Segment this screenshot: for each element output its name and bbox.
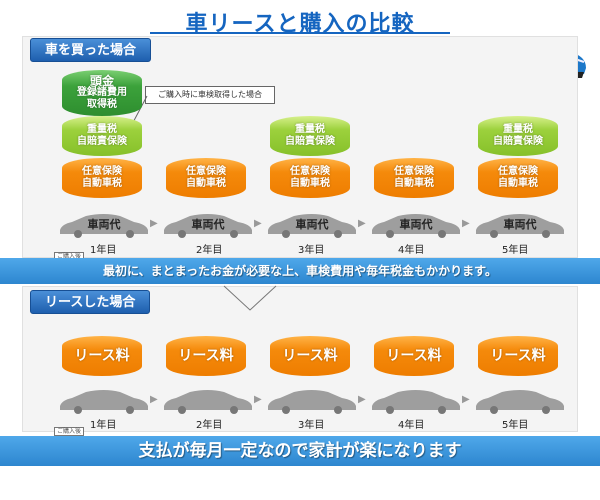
insurance-line1: 任意保険: [82, 166, 122, 177]
insurance-cylinder-y1: 任意保険 自動車税: [62, 158, 142, 198]
car-row1-1: 車両代: [56, 210, 152, 242]
car-row2-2: [160, 386, 256, 418]
purchase-badge-1: ご購入後: [54, 243, 85, 262]
arrow-icon: ▶: [150, 394, 158, 405]
weight-tax-cylinder-y5: 重量税 自賠責保険: [478, 116, 558, 156]
arrow-icon: ▶: [150, 218, 158, 229]
down-payment-line1: 登録諸費用: [77, 87, 127, 98]
insurance-line1: 任意保険: [498, 166, 538, 177]
arrow-icon: ▶: [254, 218, 262, 229]
insurance-line1: 任意保険: [394, 166, 434, 177]
weight-tax-cylinder-y1: 重量税 自賠責保険: [62, 116, 142, 156]
arrow-icon: ▶: [358, 394, 366, 405]
arrow-icon: ▶: [254, 394, 262, 405]
car-silhouette-icon: [372, 214, 460, 238]
year-label-p3: 3年目: [298, 245, 325, 256]
lease-fee-cylinder-y3: リース料: [270, 336, 350, 376]
banner-purchase-note: 最初に、まとまったお金が必要な上、車検費用や毎年税金もかかります。: [0, 258, 600, 284]
weight-tax-line1: 重量税: [87, 124, 117, 135]
insurance-line2: 自動車税: [498, 178, 538, 189]
insurance-cylinder-y5: 任意保険 自動車税: [478, 158, 558, 198]
arrow-icon: ▶: [358, 218, 366, 229]
car-cost-label: 車両代: [191, 218, 225, 231]
year-label-p4: 4年目: [398, 245, 425, 256]
car-row1-4: 車両代: [368, 210, 464, 242]
car-silhouette-icon: [372, 390, 460, 414]
weight-tax-cylinder-y3: 重量税 自賠責保険: [270, 116, 350, 156]
weight-tax-line1: 重量税: [503, 124, 533, 135]
down-payment-line2: 取得税: [87, 99, 117, 110]
year-label-l3: 3年目: [298, 420, 325, 431]
arrow-icon: ▶: [462, 218, 470, 229]
car-silhouette-icon: [60, 390, 148, 414]
insurance-line2: 自動車税: [290, 178, 330, 189]
car-silhouette-icon: [60, 214, 148, 238]
car-silhouette-icon: [164, 390, 252, 414]
lease-fee-cylinder-y5: リース料: [478, 336, 558, 376]
lease-fee-cylinder-y2: リース料: [166, 336, 246, 376]
arrow-icon: ▶: [462, 394, 470, 405]
car-row2-1: [56, 386, 152, 418]
insurance-line2: 自動車税: [394, 178, 434, 189]
year-label-l5: 5年目: [502, 420, 529, 431]
car-cost-label: 車両代: [295, 218, 329, 231]
insurance-line1: 任意保険: [186, 166, 226, 177]
lease-badge-1: ご購入後: [54, 418, 85, 437]
car-silhouette-icon: [476, 390, 564, 414]
car-row1-3: 車両代: [264, 210, 360, 242]
lease-fee-cylinder-y1: リース料: [62, 336, 142, 376]
insurance-line2: 自動車税: [186, 178, 226, 189]
car-cost-label: 車両代: [87, 218, 121, 231]
car-silhouette-icon: [164, 214, 252, 238]
weight-tax-line2: 自賠責保険: [77, 136, 127, 147]
banner-lease-benefit: 支払が毎月一定なので家計が楽になります: [0, 436, 600, 466]
purchase-badge: ご購入後: [54, 252, 85, 261]
car-row2-5: [472, 386, 568, 418]
insurance-line2: 自動車税: [82, 178, 122, 189]
year-label-p1: 1年目: [90, 245, 117, 256]
insurance-cylinder-y3: 任意保険 自動車税: [270, 158, 350, 198]
year-label-l4: 4年目: [398, 420, 425, 431]
car-row2-3: [264, 386, 360, 418]
weight-tax-line1: 重量税: [295, 124, 325, 135]
lease-badge: ご購入後: [54, 427, 85, 436]
insurance-cylinder-y4: 任意保険 自動車税: [374, 158, 454, 198]
down-payment-head: 頭金: [89, 74, 114, 88]
year-label-l2: 2年目: [196, 420, 223, 431]
year-label-p5: 5年目: [502, 245, 529, 256]
car-silhouette-icon: [268, 214, 356, 238]
car-row1-2: 車両代: [160, 210, 256, 242]
purchase-label: 車を買った場合: [30, 38, 152, 62]
lease-label: リースした場合: [30, 290, 151, 314]
car-silhouette-icon: [268, 390, 356, 414]
car-silhouette-icon: [476, 214, 564, 238]
car-row2-4: [368, 386, 464, 418]
divider-chevron: [223, 285, 277, 311]
lease-fee-cylinder-y4: リース料: [374, 336, 454, 376]
down-payment-cylinder: 頭金 登録諸費用 取得税: [62, 70, 142, 116]
insurance-cylinder-y2: 任意保険 自動車税: [166, 158, 246, 198]
weight-tax-line2: 自賠責保険: [493, 136, 543, 147]
car-cost-label: 車両代: [503, 218, 537, 231]
car-cost-label: 車両代: [399, 218, 433, 231]
car-row1-5: 車両代: [472, 210, 568, 242]
year-label-l1: 1年目: [90, 420, 117, 431]
insurance-line1: 任意保険: [290, 166, 330, 177]
weight-tax-line2: 自賠責保険: [285, 136, 335, 147]
title-underline: [150, 32, 450, 34]
callout-note: ご購入時に車検取得した場合: [145, 86, 275, 104]
year-label-p2: 2年目: [196, 245, 223, 256]
